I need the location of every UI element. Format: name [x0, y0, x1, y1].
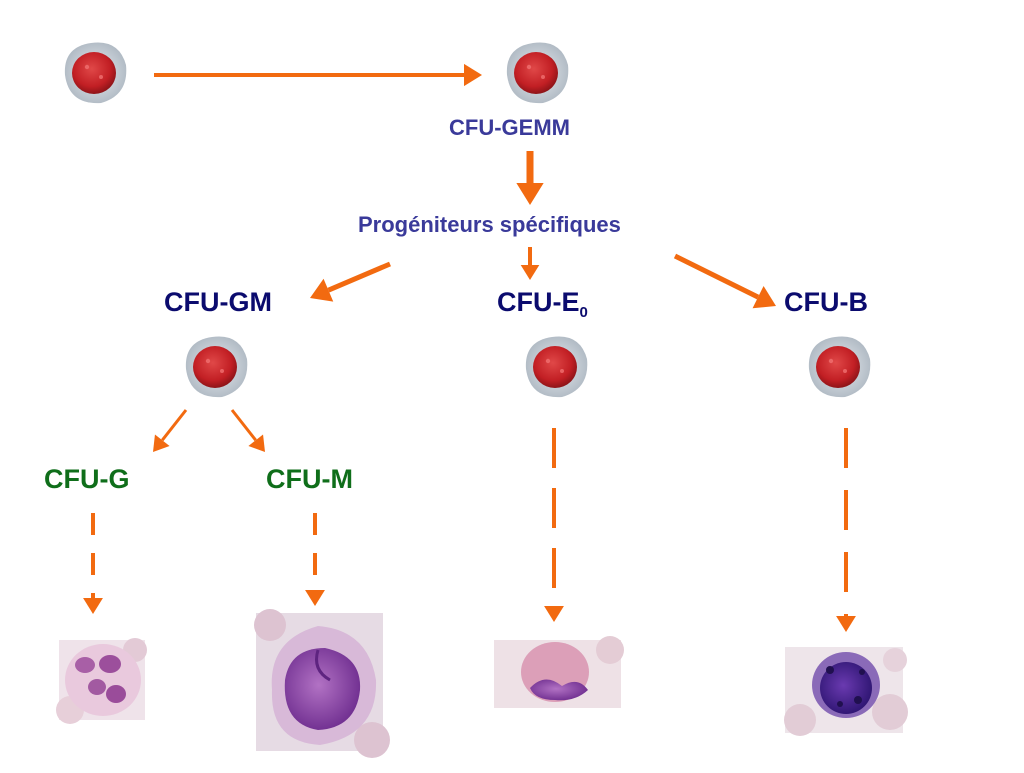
stem-cell-nucleus [193, 346, 237, 388]
neutrophil-lobe [88, 679, 106, 695]
stem-cell-nucleus [533, 346, 577, 388]
arrow-shaft [327, 261, 391, 293]
label-progenitors: Progéniteurs spécifiques [358, 212, 621, 237]
stem-cell-nucleus [72, 52, 116, 94]
neutrophil-lobe [99, 655, 121, 673]
arrow-head [83, 598, 103, 614]
arrow-cfu-m-to-monocyte [305, 513, 325, 606]
arrow-head [464, 63, 482, 87]
label-cfu-gm: CFU-GM [164, 287, 272, 317]
label-cfu-g: CFU-G [44, 464, 130, 494]
basophil-granule [837, 701, 843, 707]
stem-cell-cfu-gm [185, 336, 248, 398]
arrow-cfu-g-to-neutrophil [83, 513, 103, 614]
arrow-to-cfu-b [673, 253, 776, 309]
stem-cell-nucleolus [205, 358, 211, 364]
stem-cell-nucleus [514, 52, 558, 94]
label-cfu-m: CFU-M [266, 464, 353, 494]
rbc-bg [883, 648, 907, 672]
arrow-head [544, 606, 564, 622]
label-cfu-e0-sub: 0 [579, 304, 588, 321]
arrow-head [516, 183, 544, 205]
stem-cell-nucleolus [560, 369, 564, 373]
stem-cell-cfu-b [808, 336, 871, 398]
neutrophil-lobe [106, 685, 126, 703]
stem-cell-nucleolus [526, 64, 532, 70]
label-cfu-e0: CFU-E0 [497, 287, 588, 321]
stem-cell-nucleus [816, 346, 860, 388]
rbc-bg [784, 704, 816, 736]
stem-cell-nucleolus [84, 64, 90, 70]
basophil-granule [859, 669, 865, 675]
stem-cell-cfu-e0 [525, 336, 588, 398]
monocyte-nucleus [284, 648, 361, 730]
micrograph-monocyte [254, 609, 390, 758]
stem-cell-cfu-gemm [506, 42, 569, 104]
arrow-cfu-b-to-basophil [836, 428, 856, 632]
arrow-cfu-gm-to-cfu-g [153, 409, 188, 452]
arrow-shaft [673, 253, 760, 300]
stem-cell-nucleolus [220, 369, 224, 373]
stem-cell-nucleolus [541, 75, 545, 79]
arrow-head [153, 434, 170, 452]
arrow-shaft [230, 409, 257, 442]
neutrophil-lobe [75, 657, 95, 673]
arrow-head [836, 616, 856, 632]
arrow-head [520, 265, 540, 280]
eosinophil-nucleus [530, 679, 588, 701]
arrow-cfu-gemm-to-progenitors [516, 151, 544, 205]
rbc-bg [254, 609, 286, 641]
micrograph-neutrophil [56, 638, 147, 724]
arrow-cfu-gm-to-cfu-m [230, 409, 265, 452]
stem-cell-nucleolus [545, 358, 551, 364]
arrow-shaft [161, 409, 188, 442]
rbc-bg [354, 722, 390, 758]
rbc-bg [596, 636, 624, 664]
micrograph-eosinophil [494, 636, 624, 708]
arrow-hsc-to-cfu-gemm [154, 63, 482, 87]
label-cfu-e0-main: CFU-E [497, 287, 580, 317]
arrow-head [752, 286, 776, 309]
stem-cell-nucleolus [828, 358, 834, 364]
stem-cell-hsc [64, 42, 127, 104]
basophil-granule [826, 666, 834, 674]
arrow-to-cfu-gm [310, 261, 391, 302]
neutrophil-cytoplasm [65, 644, 141, 716]
stem-cell-nucleolus [843, 369, 847, 373]
arrow-head [305, 590, 325, 606]
nucleus-fold [315, 649, 331, 682]
micrograph-basophil [784, 647, 908, 736]
basophil-granule [854, 696, 862, 704]
rbc-bg [872, 694, 908, 730]
arrow-to-cfu-e0 [520, 247, 540, 280]
arrow-head [310, 278, 334, 302]
label-cfu-gemm: CFU-GEMM [449, 115, 570, 140]
stem-cell-nucleolus [99, 75, 103, 79]
arrow-head [248, 434, 265, 452]
label-cfu-b: CFU-B [784, 287, 868, 317]
arrow-cfu-e0-to-eosinophil [544, 428, 564, 622]
